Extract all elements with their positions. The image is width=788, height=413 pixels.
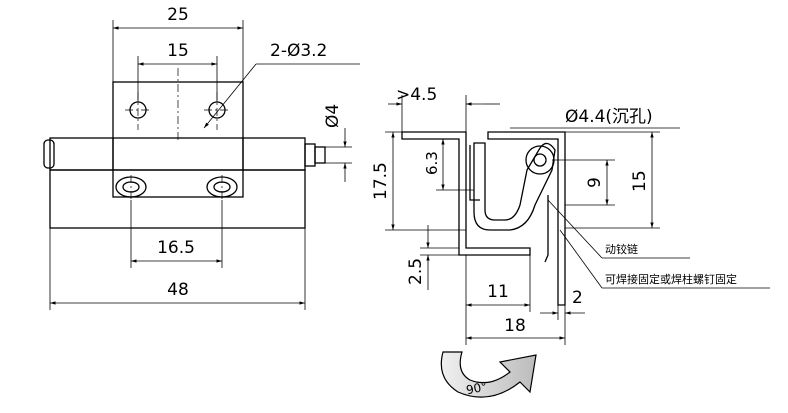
rotation-angle-label: 90° [465, 379, 489, 397]
dim-2-label: 2 [572, 288, 583, 308]
dim-17-5-label: 17.5 [371, 162, 391, 200]
front-view [43, 20, 360, 310]
fixed-leaf [401, 131, 531, 256]
dim-2-5-label: 2.5 [406, 258, 426, 285]
dim-48-label: 48 [167, 280, 189, 300]
dim-15-label: 15 [167, 41, 189, 61]
dim-6-3-label: 6.3 [423, 151, 441, 175]
fixing-note-label: 可焊接固定或焊柱螺钉固定 [605, 272, 737, 286]
dim-18-label: 18 [504, 316, 526, 336]
lower-leaf [49, 169, 306, 229]
dim-pin-label: Ø4 [323, 104, 343, 128]
dim-15-right-label: 15 [630, 170, 650, 192]
moving-leaf [473, 142, 556, 231]
knuckle-inner [533, 153, 547, 167]
hinge-barrel [49, 137, 306, 171]
dim-25-label: 25 [167, 5, 189, 25]
side-view [385, 95, 770, 345]
hole-callout-label: 2-Ø3.2 [270, 41, 327, 61]
knuckle-outer [525, 145, 555, 175]
pin-tip [314, 146, 326, 164]
dim-9-label: 9 [585, 177, 605, 188]
pin-head [304, 143, 316, 167]
dim-offset-label: >4.5 [396, 85, 437, 105]
rotation-arrow [440, 351, 537, 398]
countersink-label: Ø4.4(沉孔) [565, 107, 653, 127]
moving-hinge-label: 动铰链 [605, 242, 638, 256]
dim-16-5-label: 16.5 [157, 238, 195, 258]
dim-11-label: 11 [487, 282, 509, 302]
barrel-end-cap [43, 139, 55, 169]
